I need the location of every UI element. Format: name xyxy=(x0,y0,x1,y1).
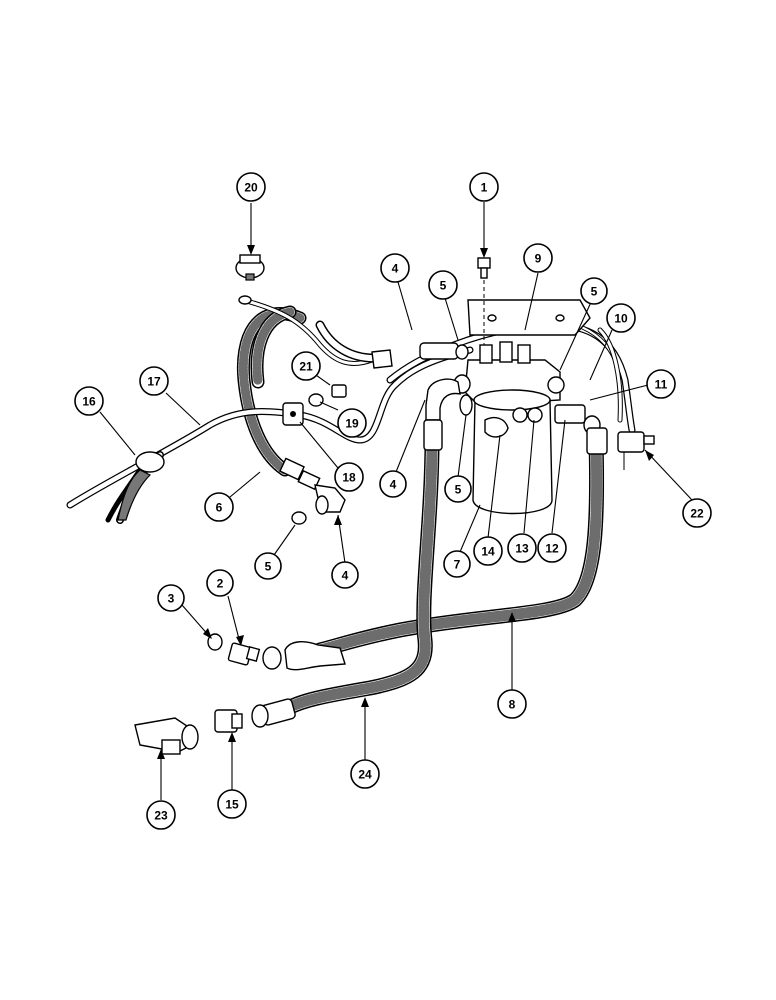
svg-text:3: 3 xyxy=(168,592,175,606)
svg-text:16: 16 xyxy=(82,395,96,409)
svg-text:19: 19 xyxy=(345,417,359,431)
hose-8 xyxy=(312,432,605,658)
svg-text:15: 15 xyxy=(225,798,239,812)
svg-text:17: 17 xyxy=(147,375,161,389)
callout-13: 13 xyxy=(507,533,537,563)
switch-20 xyxy=(235,254,265,281)
washer-19 xyxy=(308,393,324,407)
filter-assembly xyxy=(453,299,601,515)
svg-text:2: 2 xyxy=(217,577,224,591)
elbow-fitting-4-left xyxy=(279,457,346,515)
callout-5-center: 5 xyxy=(444,475,472,503)
hose-24-left-fitting xyxy=(251,698,296,728)
svg-text:6: 6 xyxy=(216,501,223,515)
arrowheads xyxy=(157,245,654,759)
wire-terminal xyxy=(238,295,252,305)
callout-4-top: 4 xyxy=(380,253,410,283)
svg-text:23: 23 xyxy=(154,809,168,823)
svg-text:18: 18 xyxy=(342,471,356,485)
callout-24: 24 xyxy=(350,759,380,789)
callout-2: 2 xyxy=(206,569,234,597)
svg-text:5: 5 xyxy=(591,285,598,299)
callout-14: 14 xyxy=(473,536,503,566)
clip-18 xyxy=(282,402,304,426)
callout-7: 7 xyxy=(443,550,471,578)
callout-21: 21 xyxy=(291,351,321,381)
washer-5-left xyxy=(291,511,307,525)
svg-text:12: 12 xyxy=(545,542,559,556)
svg-text:8: 8 xyxy=(509,698,516,712)
svg-text:21: 21 xyxy=(299,360,313,374)
adapter-15 xyxy=(214,709,243,733)
callout-5-top: 5 xyxy=(428,270,458,300)
callout-19: 19 xyxy=(337,408,367,438)
callout-11: 11 xyxy=(646,369,676,399)
callout-18: 18 xyxy=(334,462,364,492)
callout-9: 9 xyxy=(523,243,553,273)
callout-8: 8 xyxy=(497,689,527,719)
hose-24-top-fitting xyxy=(423,419,443,451)
clip-16 xyxy=(117,451,165,521)
svg-text:10: 10 xyxy=(614,312,628,326)
callout-5-right: 5 xyxy=(580,277,608,305)
svg-text:7: 7 xyxy=(454,558,461,572)
svg-text:5: 5 xyxy=(265,560,272,574)
svg-text:20: 20 xyxy=(244,181,258,195)
callout-6: 6 xyxy=(204,492,234,522)
hose-24 xyxy=(277,432,440,718)
callout-1: 1 xyxy=(469,172,499,202)
sensor-22 xyxy=(617,431,655,470)
svg-text:9: 9 xyxy=(535,252,542,266)
callout-5-left: 5 xyxy=(254,552,282,580)
callout-15: 15 xyxy=(217,789,247,819)
callout-4-center: 4 xyxy=(379,470,407,498)
svg-text:14: 14 xyxy=(481,545,495,559)
svg-text:4: 4 xyxy=(342,569,349,583)
svg-text:4: 4 xyxy=(392,262,399,276)
callout-23: 23 xyxy=(146,800,176,830)
svg-text:5: 5 xyxy=(455,483,462,497)
hose-8-top-fitting xyxy=(586,427,608,455)
hose-8-left-fitting xyxy=(262,641,346,671)
callout-16: 16 xyxy=(74,386,104,416)
svg-text:22: 22 xyxy=(690,507,704,521)
svg-text:1: 1 xyxy=(481,181,488,195)
callout-17: 17 xyxy=(139,366,169,396)
hose-6 xyxy=(236,305,307,477)
hose-elbow-end xyxy=(371,349,393,369)
svg-text:5: 5 xyxy=(440,279,447,293)
washer-5-center xyxy=(459,394,473,416)
callout-20: 20 xyxy=(236,172,266,202)
callout-22: 22 xyxy=(682,498,712,528)
callout-3: 3 xyxy=(157,584,185,612)
svg-text:4: 4 xyxy=(390,478,397,492)
elbow-fitting-4-center xyxy=(425,378,461,421)
svg-text:24: 24 xyxy=(358,768,372,782)
callout-10: 10 xyxy=(606,303,636,333)
adapter-2 xyxy=(227,642,261,666)
svg-text:11: 11 xyxy=(655,378,668,392)
callout-4-bottom: 4 xyxy=(331,561,359,589)
svg-text:13: 13 xyxy=(515,542,529,556)
fitting-21 xyxy=(331,384,347,398)
swivel-fitting-23 xyxy=(134,717,199,755)
fitting-5-top xyxy=(419,342,469,360)
callout-12: 12 xyxy=(537,533,567,563)
